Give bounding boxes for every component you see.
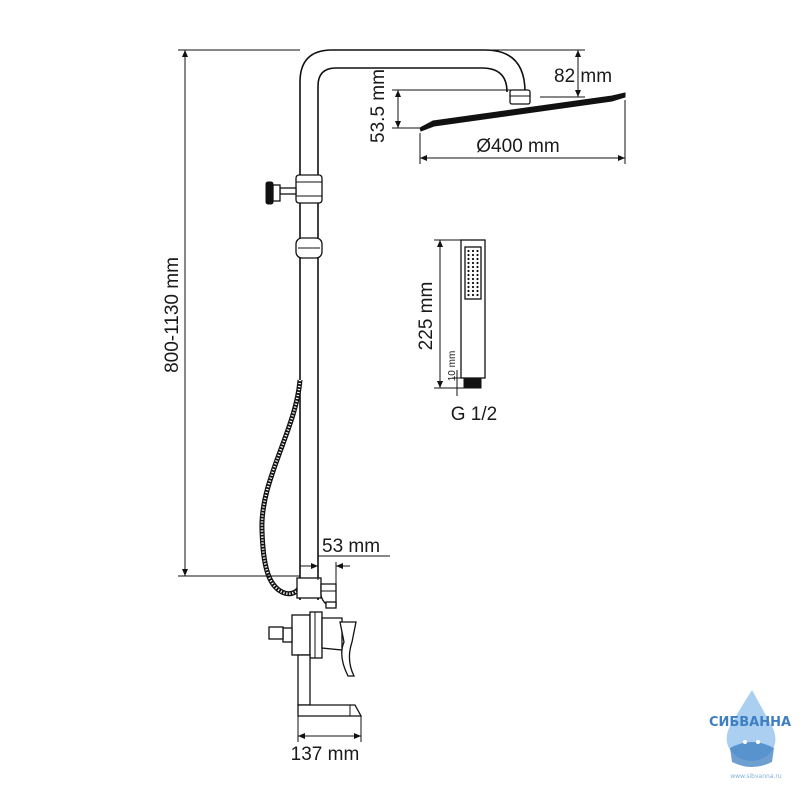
- water-drop-icon: [726, 690, 776, 761]
- shower-head: [419, 89, 626, 132]
- shower-hose: [259, 379, 303, 597]
- dimension-lines: [178, 49, 626, 742]
- head-diameter-label: Ø400 mm: [476, 136, 559, 157]
- brand-site: www.sibvanna.ru: [730, 773, 782, 780]
- thread-length-label: 10 mm: [447, 351, 458, 382]
- hand-shower-holder: [295, 237, 323, 259]
- shower-riser: [299, 49, 526, 600]
- thread-label: G 1/2: [451, 404, 497, 425]
- total-height-label: 800-1130 mm: [162, 257, 183, 373]
- mixer: [268, 611, 357, 677]
- spout: [297, 654, 363, 717]
- spout-width-label: 137 mm: [291, 744, 360, 765]
- diverter-offset-label: 53 mm: [322, 536, 380, 557]
- brand-logo: СИБВАННА www.sibvanna.ru: [709, 690, 791, 780]
- slide-bracket: [265, 174, 323, 205]
- hand-shower: [460, 239, 486, 389]
- hand-length-label: 225 mm: [416, 282, 437, 351]
- head-depth-label: 82 mm: [554, 66, 612, 87]
- brand-name: СИБВАННА: [709, 715, 791, 730]
- diverter: [296, 577, 337, 609]
- hand-shower-nozzles: [467, 249, 479, 297]
- head-thickness-label: 53.5 mm: [368, 69, 389, 143]
